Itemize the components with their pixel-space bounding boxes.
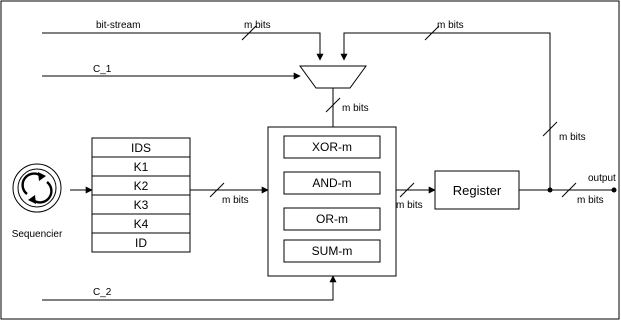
key-table-row-label: ID <box>135 236 147 250</box>
bus-slash-alu-out <box>399 182 415 198</box>
alu-op-label: AND-m <box>312 176 351 190</box>
circular-arrows-icon <box>12 163 62 213</box>
bus-label-right-vertical: m bits <box>559 132 586 143</box>
bus-label-top-input: m bits <box>244 20 271 31</box>
alu-op-box <box>283 207 381 231</box>
alu-op-box <box>283 171 381 195</box>
key-table-row-label: IDS <box>131 141 151 155</box>
sequencer-label: Sequencier <box>12 229 63 240</box>
bus-slash-output <box>561 182 577 198</box>
junction-dot <box>547 187 553 193</box>
alu-op-label: OR-m <box>316 212 348 226</box>
feedback-wire <box>340 32 551 190</box>
register-label: Register <box>453 183 502 198</box>
bus-label-feedback: m bits <box>437 20 464 31</box>
bus-label-mux-out: m bits <box>342 103 369 114</box>
register-block <box>434 170 520 210</box>
bus-slash-mux-out <box>325 97 341 113</box>
bus-slash-feedback <box>424 25 440 41</box>
bus-label-alu-out: m bits <box>396 200 423 211</box>
alu-op-box <box>283 135 381 159</box>
bus-slash-table-out <box>209 182 225 198</box>
output-label: output <box>588 173 616 184</box>
bit-stream-label: bit-stream <box>96 20 140 31</box>
key-table-row-label: K2 <box>134 179 149 193</box>
key-table-row-label: K1 <box>134 160 149 174</box>
bus-slash-top-input <box>241 25 257 41</box>
c1-label: C_1 <box>93 64 112 75</box>
alu-op-label: XOR-m <box>312 140 352 154</box>
bus-label-output: m bits <box>577 195 604 206</box>
bus-label-table-out: m bits <box>222 195 249 206</box>
output-terminal <box>611 187 617 193</box>
bit-stream-wire <box>42 32 324 61</box>
multiplexer <box>299 65 367 89</box>
key-table-row <box>91 232 191 253</box>
bus-slash-right-vertical <box>542 121 558 137</box>
alu-op-box <box>283 239 381 263</box>
alu-op-label: SUM-m <box>312 244 353 258</box>
key-table-row-label: K3 <box>134 198 149 212</box>
c2-label: C_2 <box>93 287 112 298</box>
key-table-row-label: K4 <box>134 217 149 231</box>
c2-wire <box>42 275 337 301</box>
